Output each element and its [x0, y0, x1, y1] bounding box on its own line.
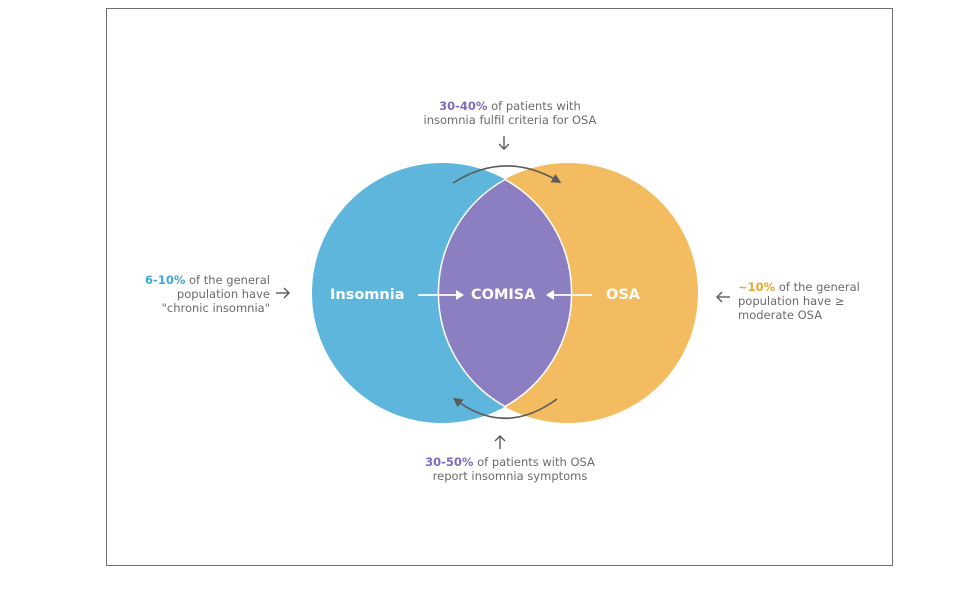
curved-arrow-top [452, 165, 562, 184]
annotation-right-highlight: ~10% [738, 280, 776, 294]
annotation-left-line1: of the general [185, 273, 270, 287]
annotation-top-line2: insomnia fulfil criteria for OSA [423, 113, 597, 127]
annotation-top-highlight: 30-40% [439, 99, 488, 113]
intersection-outline [437, 178, 573, 408]
annotation-right-line3: moderate OSA [738, 308, 823, 322]
arrow-right-head [283, 287, 290, 299]
annotation-right-line2: population have ≥ [738, 294, 845, 308]
arrow-up-head [494, 435, 506, 442]
annotation-left: 6-10% of the general population have "ch… [122, 273, 270, 315]
insomnia-to-comisa-arrowhead [456, 290, 464, 300]
annotation-bottom-line2: report insomnia symptoms [432, 469, 588, 483]
osa-label: OSA [606, 287, 640, 303]
annotation-left-highlight: 6-10% [145, 273, 186, 287]
annotation-right-line1: of the general [775, 280, 860, 294]
annotation-bottom: 30-50% of patients with OSA report insom… [395, 455, 625, 483]
insomnia-label: Insomnia [330, 287, 405, 303]
annotation-right: ~10% of the general population have ≥ mo… [738, 280, 878, 322]
annotation-left-line2: population have [176, 287, 270, 301]
arrow-down-head [498, 143, 510, 150]
annotation-top: 30-40% of patients with insomnia fulfil … [400, 99, 620, 127]
annotation-left-line3: "chronic insomnia" [161, 301, 270, 315]
osa-to-comisa-arrowhead [546, 290, 554, 300]
curved-arrow-bottom [452, 397, 558, 419]
comisa-label: COMISA [471, 287, 536, 303]
annotation-bottom-line1: of patients with OSA [473, 455, 595, 469]
comisa-intersection [438, 163, 572, 423]
annotation-bottom-highlight: 30-50% [425, 455, 474, 469]
annotation-top-line1: of patients with [487, 99, 581, 113]
arrow-left-head [716, 291, 723, 303]
